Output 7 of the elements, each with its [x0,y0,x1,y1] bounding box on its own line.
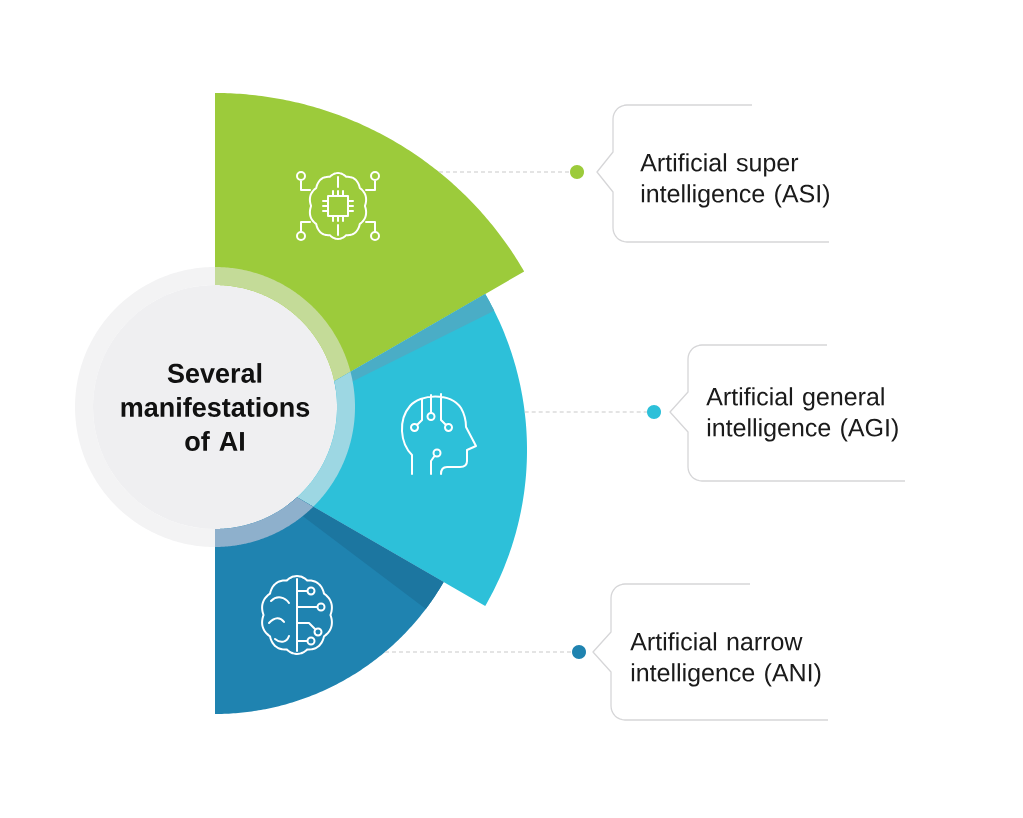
leader-line [438,165,584,179]
leader-line [524,405,661,419]
callout-box: Artificial general intelligence (AGI) [669,344,906,482]
callout-box: Artificial super intelligence (ASI) [596,104,830,243]
leader-line [384,645,586,659]
callout-box: Artificial narrow intelligence (ANI) [592,583,829,721]
sector [215,497,444,714]
